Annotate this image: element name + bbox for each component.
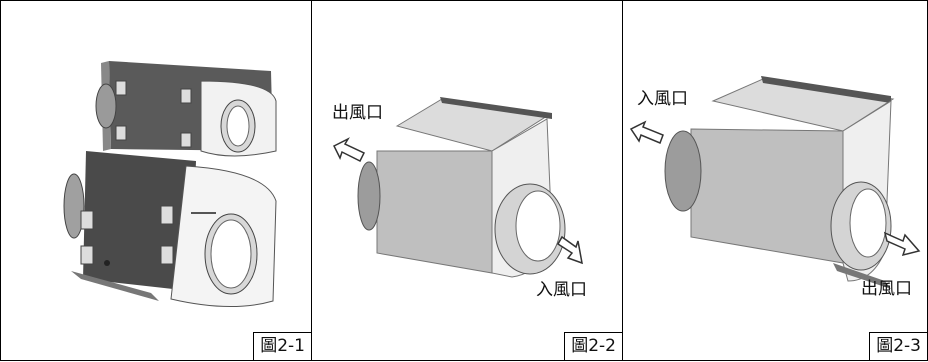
outlet-arrow bbox=[883, 231, 921, 257]
upper-fan-box bbox=[95, 61, 277, 157]
inlet-arrow bbox=[556, 235, 583, 265]
figure-panel-2: 出風口 入風口 圖2-2 bbox=[311, 0, 623, 361]
lower-fan-box bbox=[63, 151, 277, 308]
inlet-label: 入風口 bbox=[637, 89, 688, 109]
fan-box-airflow-illustration bbox=[332, 97, 583, 278]
figure-panel-1: 圖2-1 bbox=[0, 0, 312, 361]
fan-box-airflow-illustration-reversed bbox=[629, 76, 921, 289]
figure-caption-2-3: 圖2-3 bbox=[869, 332, 927, 360]
figure-caption-2-1: 圖2-1 bbox=[253, 332, 311, 360]
outlet-label: 出風口 bbox=[861, 279, 912, 299]
inlet-arrow bbox=[629, 120, 664, 144]
outlet-label: 出風口 bbox=[332, 103, 383, 123]
figure-caption-2-2: 圖2-2 bbox=[564, 332, 622, 360]
fan-box-body bbox=[357, 97, 566, 278]
figure-panel-3: 入風口 出風口 圖2-3 bbox=[622, 0, 928, 361]
inlet-label: 入風口 bbox=[536, 280, 587, 300]
fan-box-body bbox=[664, 76, 895, 289]
outlet-arrow bbox=[332, 137, 366, 163]
fan-box-assembly-illustration bbox=[63, 61, 277, 308]
